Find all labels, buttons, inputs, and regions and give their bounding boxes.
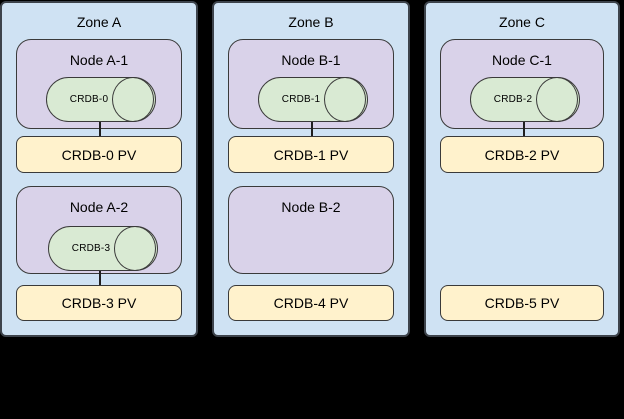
zone-b-panel: Zone B Node B-1 CRDB-1 CRDB-1 PV Node B-…: [212, 1, 410, 337]
pv-label: CRDB-0 PV: [61, 146, 137, 163]
pv-label: CRDB-2 PV: [484, 146, 560, 163]
pv-box: CRDB-4 PV: [228, 285, 394, 321]
node-box-b2: Node B-2: [228, 186, 394, 274]
cylinder-label: CRDB-2: [493, 94, 533, 105]
crdb-cylinder: CRDB-2: [470, 76, 580, 122]
cylinder-label: CRDB-0: [69, 94, 109, 105]
crdb-cylinder: CRDB-0: [46, 76, 156, 122]
node-label: Node B-2: [281, 199, 341, 215]
pv-box: CRDB-5 PV: [440, 285, 604, 321]
node-label: Node B-1: [281, 52, 341, 68]
connector-line: [311, 122, 313, 137]
connector-line: [99, 271, 101, 286]
cylinder-cap: [114, 225, 156, 271]
zone-label: Zone A: [76, 14, 122, 30]
zone-c-panel: Zone C Node C-1 CRDB-2 CRDB-2 PV CRDB-5 …: [424, 1, 620, 337]
node-label: Node A-2: [69, 199, 129, 215]
node-label: Node A-1: [69, 52, 129, 68]
node-box-c1: Node C-1 CRDB-2: [440, 39, 604, 129]
cylinder-cap: [112, 76, 154, 122]
node-box-b1: Node B-1 CRDB-1: [228, 39, 394, 129]
node-box-a1: Node A-1 CRDB-0: [16, 39, 182, 129]
pv-box: CRDB-3 PV: [16, 285, 182, 321]
zone-label: Zone B: [288, 14, 334, 30]
pv-box: CRDB-2 PV: [440, 136, 604, 173]
cylinder-cap: [536, 76, 578, 122]
connector-line: [99, 122, 101, 137]
pv-label: CRDB-5 PV: [484, 295, 560, 311]
zone-a-panel: Zone A Node A-1 CRDB-0 CRDB-0 PV Node A-…: [0, 1, 198, 337]
crdb-cylinder: CRDB-1: [258, 76, 368, 122]
zone-label: Zone C: [499, 14, 545, 30]
pv-box: CRDB-1 PV: [228, 136, 394, 173]
pv-label: CRDB-4 PV: [273, 295, 349, 311]
pv-label: CRDB-1 PV: [273, 146, 349, 163]
crdb-cylinder: CRDB-3: [48, 225, 158, 271]
cylinder-label: CRDB-1: [281, 94, 321, 105]
connector-line: [523, 122, 525, 137]
cylinder-label: CRDB-3: [71, 243, 111, 254]
node-label: Node C-1: [492, 52, 552, 68]
pv-label: CRDB-3 PV: [61, 295, 137, 311]
pv-box: CRDB-0 PV: [16, 136, 182, 173]
cylinder-cap: [324, 76, 366, 122]
node-box-a2: Node A-2 CRDB-3: [16, 186, 182, 274]
